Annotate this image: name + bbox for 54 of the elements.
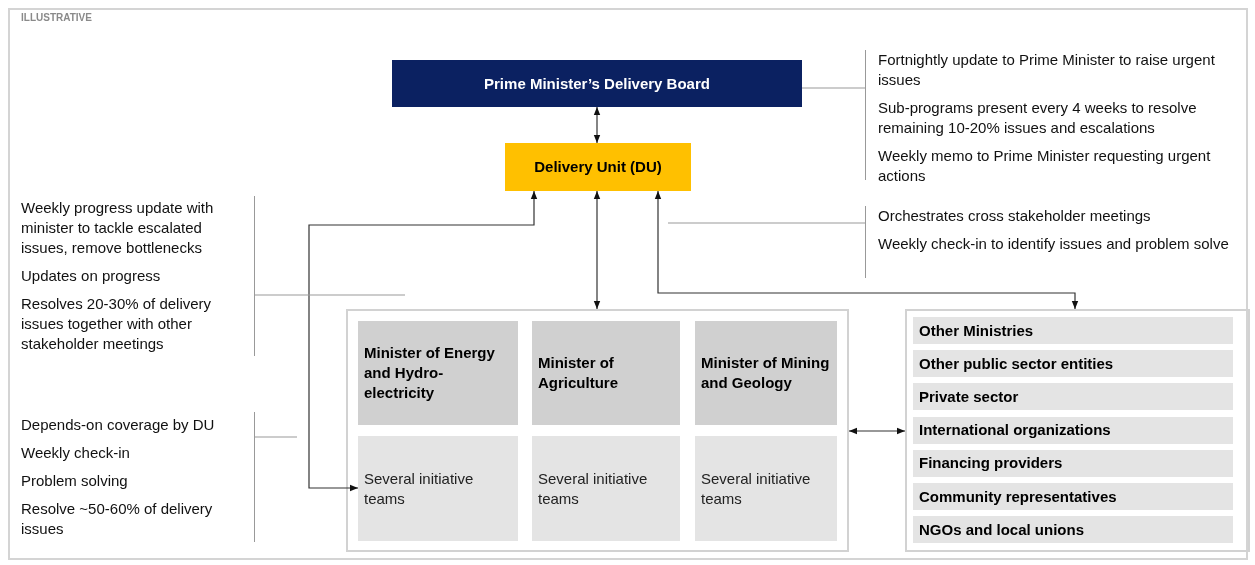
row-label: Other public sector entities [919, 353, 1115, 374]
leader-line [254, 436, 298, 438]
minister-box [532, 321, 680, 425]
leader-line [254, 294, 406, 296]
stakeholder-row [913, 416, 1233, 444]
board-box [392, 60, 802, 107]
note-text: Weekly progress update with minister to tackle escalated issues, remove bottlenecks [21, 198, 215, 258]
arrow [593, 190, 601, 310]
minister-box [358, 321, 518, 425]
stakeholder-row [913, 516, 1233, 544]
team-box [532, 436, 680, 541]
box-label: Several initiative teams [538, 468, 649, 509]
box-title: Delivery Unit (DU) [533, 157, 663, 177]
note-text: Updates on progress [21, 266, 162, 286]
team-box [358, 436, 518, 541]
box-title: Minister of Mining and Geology [701, 353, 831, 393]
box-title: Prime Minister’s Delivery Board [483, 73, 711, 94]
note-text: Resolves 20-30% of delivery issues together with other stakeholder meetings [21, 294, 213, 354]
row-label: Financing providers [919, 453, 1064, 474]
arrow [848, 427, 906, 435]
stakeholder-row [913, 483, 1233, 510]
stakeholder-row [913, 350, 1233, 378]
note-text: Resolve ~50-60% of delivery issues [21, 499, 214, 539]
box-label: Several initiative teams [364, 468, 475, 509]
group-panel [346, 309, 849, 552]
box-title: Minister of Agriculture [538, 353, 619, 393]
stakeholder-row [913, 317, 1233, 344]
leader-line [667, 222, 866, 224]
box-title: Minister of Energy and Hydro-electricity [364, 343, 496, 403]
leader-line [801, 87, 866, 89]
note-text: Orchestrates cross stakeholder meetings [878, 206, 1152, 226]
team-box [695, 436, 837, 541]
note-text: Depends-on coverage by DU [21, 415, 216, 435]
minister-box [695, 321, 837, 425]
stakeholder-row [913, 449, 1233, 477]
group-panel [905, 309, 1250, 552]
stakeholder-row [913, 383, 1233, 411]
arrow [308, 190, 538, 492]
note-text: Weekly memo to Prime Minister requesting urgent actions [878, 146, 1212, 186]
note-text: Weekly check-in [21, 443, 131, 463]
note-text: Sub-programs present every 4 weeks to resolve remaining 10-20% issues and escalations [878, 98, 1198, 138]
arrow [654, 190, 1079, 310]
note-text: Fortnightly update to Prime Minister to raise urgent issues [878, 50, 1216, 90]
arrow [593, 106, 601, 144]
note-text: Problem solving [21, 471, 129, 491]
row-label: Community representatives [919, 486, 1118, 507]
row-label: Private sector [919, 386, 1020, 407]
status-tag: ILLUSTRATIVE [21, 12, 92, 23]
row-label: NGOs and local unions [919, 519, 1086, 540]
note-text: Weekly check-in to identify issues and problem solve [878, 234, 1230, 254]
box-label: Several initiative teams [701, 468, 812, 509]
row-label: Other Ministries [919, 320, 1035, 341]
unit-box [505, 143, 691, 191]
row-label: International organizations [919, 420, 1112, 441]
